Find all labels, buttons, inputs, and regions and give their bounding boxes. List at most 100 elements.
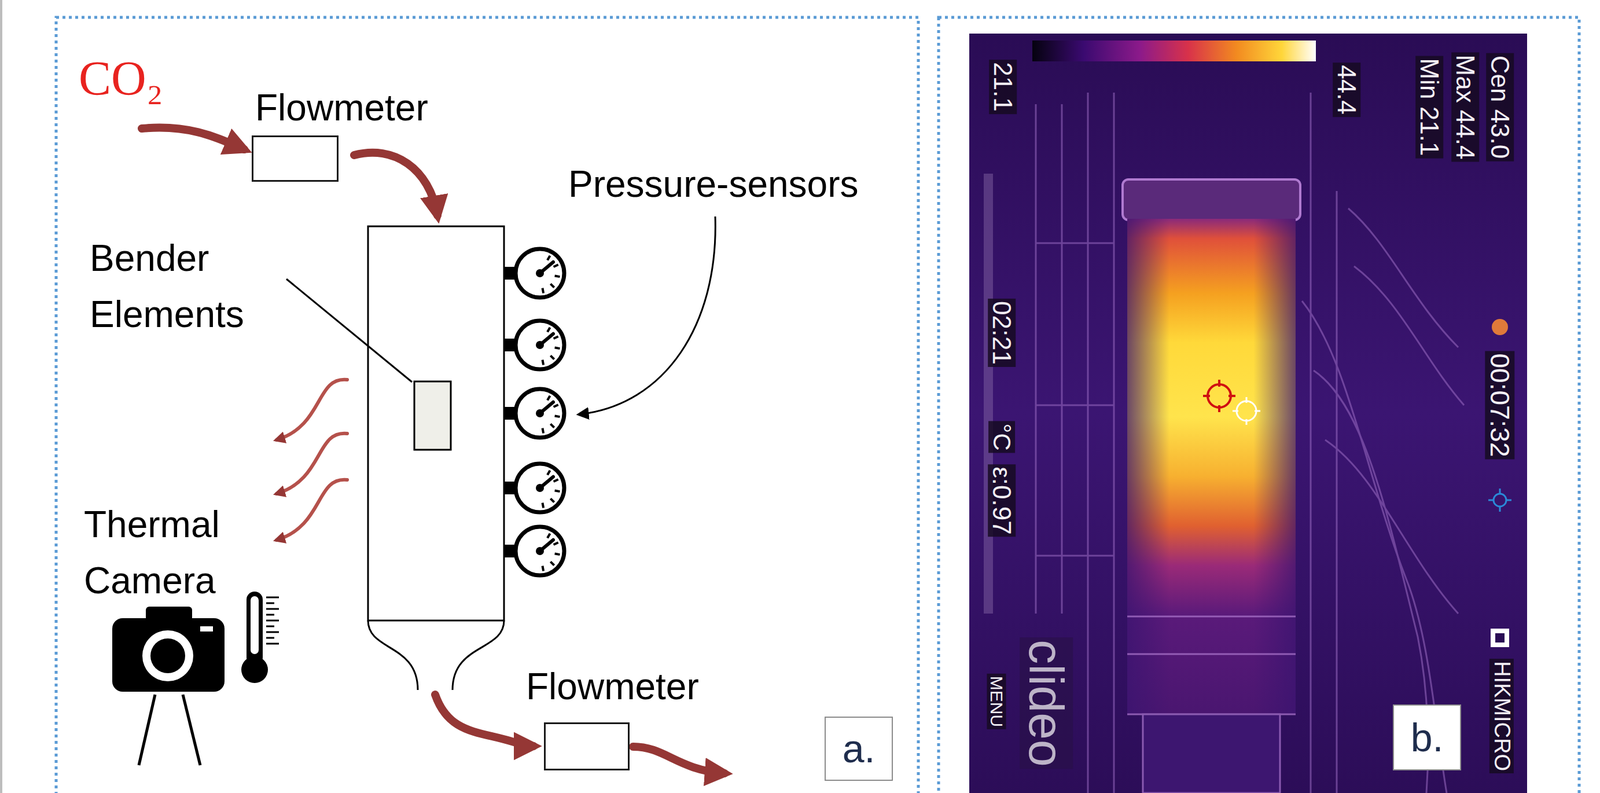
temperature-readout: Max 44.4	[1451, 52, 1480, 163]
timer-readout: 00:07:32	[1485, 350, 1515, 459]
thermal-image	[1032, 40, 1316, 62]
thermal-image	[1348, 208, 1459, 348]
thermal-image	[1490, 628, 1510, 647]
part-label: Thermal Camera	[83, 496, 275, 609]
thermal-image	[1035, 242, 1114, 245]
flowmeter-box	[251, 135, 339, 182]
thermal-image	[1488, 488, 1512, 512]
thermal-image	[1254, 410, 1261, 413]
camera-icon	[112, 618, 225, 692]
thermal-image	[1245, 418, 1248, 425]
thermal-image	[1127, 653, 1296, 656]
pressure-gauge	[504, 388, 565, 438]
thermal-image	[1336, 190, 1338, 793]
gas-label: CO₂	[78, 50, 164, 108]
camera-icon	[112, 606, 225, 765]
thermal-image	[1061, 104, 1064, 614]
thermal-image	[1207, 384, 1231, 408]
menu-label: MENU	[987, 673, 1007, 730]
thermometer-icon	[266, 642, 279, 645]
thermometer-icon	[241, 656, 268, 683]
bender-element	[414, 381, 451, 450]
thermometer-icon	[266, 637, 275, 639]
thermal-image	[1491, 318, 1508, 336]
thermal-image	[1127, 218, 1296, 715]
camera-icon	[138, 694, 156, 765]
panel-tag: b.	[1392, 704, 1462, 771]
sample-column	[368, 620, 418, 690]
flowmeter: Flowmeter	[522, 665, 700, 709]
thermal-image	[1218, 379, 1221, 387]
thermal-image	[1325, 439, 1459, 614]
thermal-image	[1499, 488, 1502, 494]
brand-label: HIKMICRO	[1489, 658, 1514, 774]
thermal-image	[1354, 266, 1465, 406]
panel-tag: a.	[824, 716, 893, 781]
thermal-image	[1142, 714, 1280, 793]
flowmeter-box	[543, 722, 630, 771]
thermal-image	[1493, 493, 1507, 507]
panel-border	[56, 17, 919, 793]
thermal-image	[1488, 499, 1493, 502]
pressure-gauge	[504, 463, 565, 513]
emissivity-readout: ε:0.97	[987, 464, 1016, 537]
thermal-image	[1203, 394, 1210, 397]
thermal-image	[1113, 92, 1116, 793]
sample-column	[452, 620, 505, 690]
thermal-image	[1499, 506, 1502, 512]
scale-min: 21.1	[988, 59, 1017, 114]
thermal-image	[969, 33, 1528, 793]
page-edge-line	[0, 0, 3, 793]
heat-wave	[276, 379, 348, 440]
panel-border	[938, 17, 1580, 793]
camera-icon	[200, 626, 213, 632]
thermometer-icon	[266, 625, 275, 628]
thermal-image	[1122, 179, 1301, 220]
thermal-image	[1127, 615, 1296, 618]
camera-icon	[150, 638, 186, 673]
thermal-image	[1035, 104, 1037, 614]
thermal-image	[983, 173, 993, 614]
thermal-image	[1035, 92, 1465, 793]
pressure-gauge	[504, 526, 565, 576]
thermal-image	[1506, 499, 1512, 502]
sample-column	[368, 226, 505, 690]
thermometer-icon	[266, 597, 279, 644]
thermometer-icon	[246, 591, 263, 666]
pressure-gauge	[504, 248, 565, 298]
thermal-image	[1495, 633, 1505, 643]
thermometer-icon	[250, 596, 259, 654]
thermometer-icon	[241, 591, 279, 683]
thermal-image	[1035, 404, 1114, 407]
flow-arrow	[141, 127, 245, 150]
pressure-gauge	[504, 248, 565, 576]
device-label: Flowmeter	[522, 665, 700, 709]
thermal-image	[1310, 92, 1312, 793]
temperature-readout: Cen 43.0	[1486, 53, 1514, 162]
thermometer-icon	[266, 631, 279, 634]
thermal-image	[1127, 616, 1296, 715]
flow-arrow	[435, 694, 534, 746]
thermal-image	[1203, 379, 1236, 413]
flow-arrow	[141, 127, 725, 774]
clock-readout: 02:21	[987, 298, 1016, 367]
thermometer-icon	[266, 613, 275, 616]
thermal-image	[1127, 218, 1296, 715]
thermal-image	[1218, 405, 1221, 413]
thermal-image	[1228, 394, 1236, 397]
heat-wave	[276, 433, 348, 494]
thermal-image	[969, 33, 1528, 793]
camera-icon	[182, 694, 201, 765]
thermal-image	[1232, 410, 1239, 413]
panel-letter: a.	[842, 725, 876, 771]
sample-column	[368, 226, 505, 621]
thermal-image	[1035, 554, 1114, 557]
thermal-image	[1236, 401, 1257, 421]
unit-label: °C	[988, 420, 1015, 453]
camera-icon	[142, 630, 194, 682]
thermal-image	[1245, 396, 1248, 403]
watermark: clideo	[1019, 637, 1073, 769]
thermometer-icon	[266, 596, 279, 599]
